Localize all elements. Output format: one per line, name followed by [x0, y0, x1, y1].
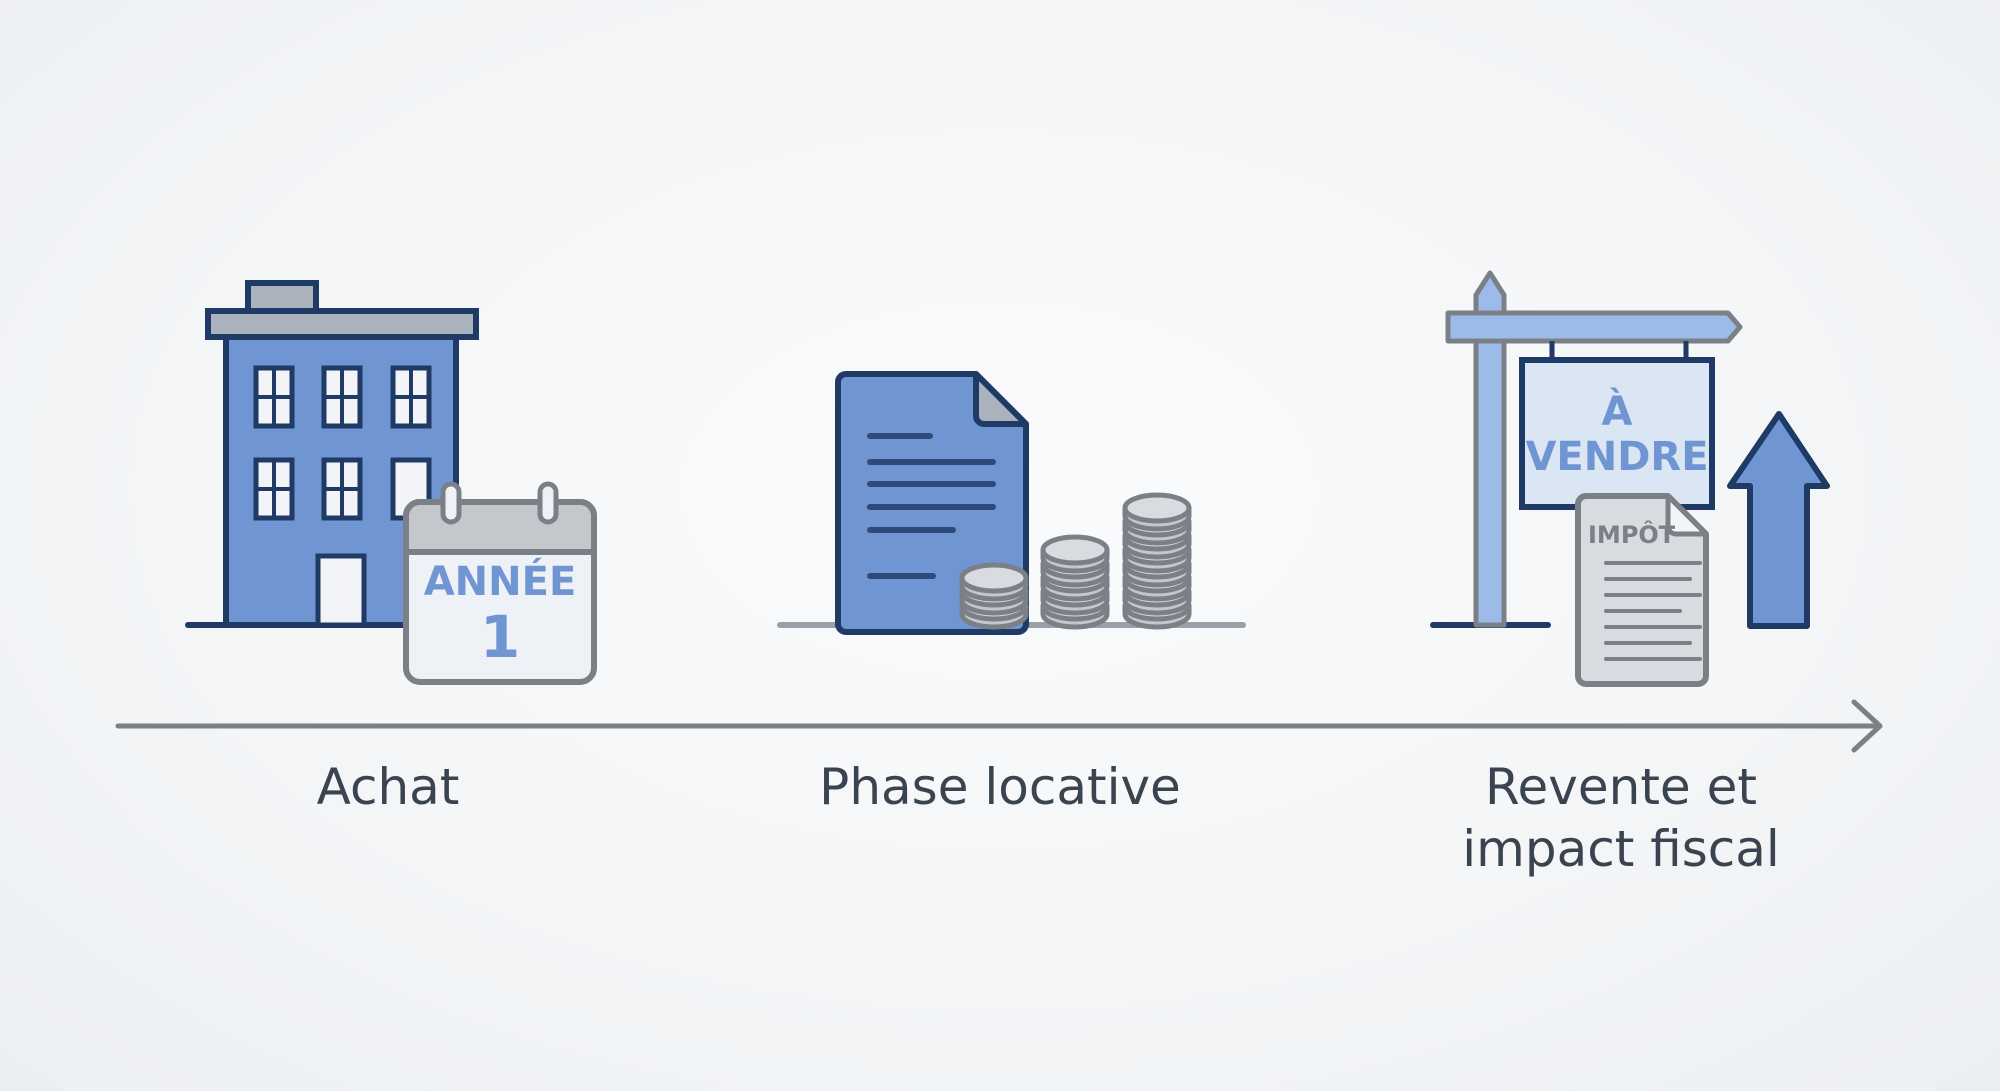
- coin: [1122, 492, 1192, 532]
- calendar-year-label: ANNÉE: [424, 557, 577, 605]
- coin: [1040, 534, 1110, 574]
- coin-stack: [1040, 534, 1110, 630]
- stage-label-revente-line-2: impact fiscal: [1462, 820, 1780, 878]
- stage-label-revente-line-1: Revente et: [1485, 758, 1757, 816]
- tax-document-icon: IMPÔT: [1575, 493, 1709, 687]
- coin-stack: [1122, 492, 1192, 630]
- building-icon: [185, 280, 479, 628]
- for-sale-sign-icon: À VENDRE: [1430, 270, 1743, 628]
- up-arrow-icon: [1727, 411, 1830, 629]
- sign-line-1: À: [1602, 387, 1633, 435]
- stage-label-achat: Achat: [317, 758, 460, 816]
- sign-line-2: VENDRE: [1525, 434, 1708, 480]
- tax-document-label: IMPÔT: [1588, 519, 1676, 549]
- calendar-icon: ANNÉE 1: [403, 481, 597, 685]
- coin: [959, 562, 1029, 602]
- coin-stack: [959, 562, 1029, 630]
- timeline-arrow-icon: [115, 699, 1883, 753]
- coin-stacks-icon: [959, 492, 1192, 630]
- calendar-year-number: 1: [480, 603, 520, 671]
- stage-label-phase-locative: Phase locative: [819, 758, 1181, 816]
